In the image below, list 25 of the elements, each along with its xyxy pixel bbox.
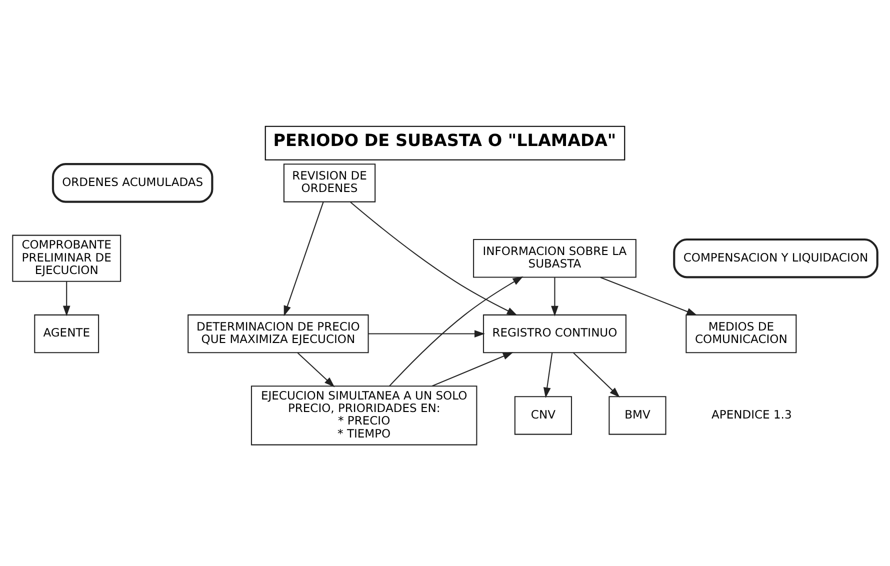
arrow — [368, 330, 485, 337]
arrow — [389, 276, 524, 386]
node-box: REGISTRO CONTINUO — [482, 314, 626, 353]
arrow — [432, 352, 514, 386]
node-box: DETERMINACION DE PRECIO QUE MAXIMIZA EJECUCION — [188, 314, 369, 353]
node-box: REVISION DE ORDENES — [283, 163, 376, 202]
arrow — [297, 352, 335, 387]
node-box: COMPENSACION Y LIQUIDACION — [673, 238, 878, 278]
node-box: BMV — [608, 396, 666, 434]
node-box: MEDIOS DE COMUNICACION — [686, 314, 797, 353]
arrow — [551, 277, 558, 316]
node-box: ORDENES ACUMULADAS — [52, 162, 214, 202]
node-box: CNV — [514, 396, 572, 434]
arrow — [62, 280, 70, 316]
diagram-title: PERIODO DE SUBASTA O "LLAMADA" — [273, 130, 616, 150]
node-box: INFORMACION SOBRE LA SUBASTA — [473, 238, 636, 278]
arrow — [600, 276, 698, 315]
arrow — [573, 352, 620, 398]
arrow — [350, 201, 518, 316]
arrow — [284, 201, 324, 316]
caption: APENDICE 1.3 — [712, 406, 792, 421]
arrow — [543, 352, 553, 398]
node-box: EJECUCION SIMULTANEA A UN SOLO PRECIO, PRIORIDADES EN: * PRECIO * TIEMPO — [250, 385, 478, 445]
node-box: AGENTE — [34, 314, 100, 353]
node-box: COMPROBANTE PRELIMINAR DE EJECUCION — [12, 234, 122, 282]
